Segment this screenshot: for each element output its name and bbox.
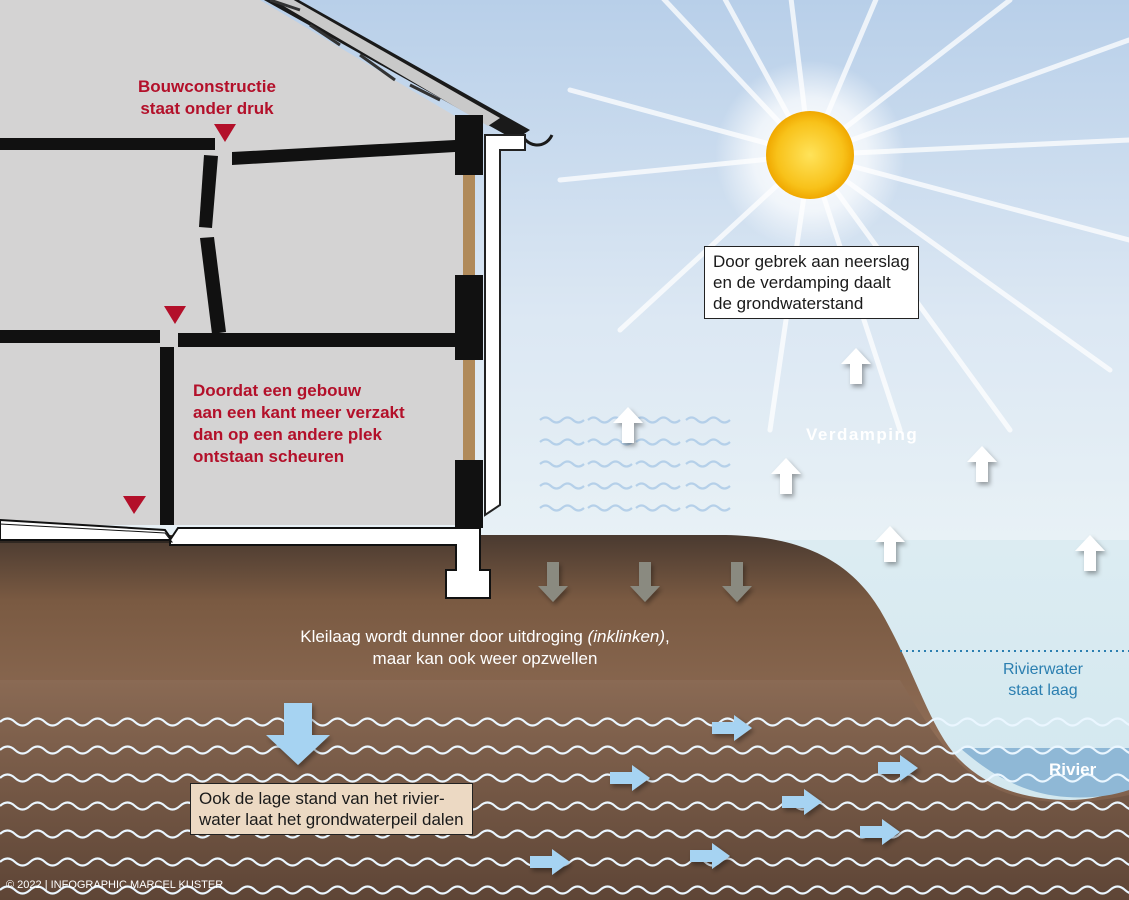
wave-icon (539, 460, 585, 468)
right-arrow-icon (712, 715, 752, 741)
wave-icon (539, 438, 585, 446)
floors (0, 138, 456, 525)
groundwater-info-box: Ook de lage stand van het rivier- water … (190, 783, 473, 835)
wave-icon (685, 482, 731, 490)
wave-icon (587, 460, 633, 468)
construction-label: Bouwconstructie staat onder druk (138, 76, 276, 120)
roof (263, 0, 554, 147)
right-arrow-icon (610, 765, 650, 791)
sun-icon (766, 111, 854, 199)
river-water (960, 748, 1129, 798)
wave-icon (539, 504, 585, 512)
cracks-label-line: aan een kant meer verzakt (193, 403, 405, 422)
up-arrow-icon (967, 446, 997, 482)
flow-arrows (530, 715, 918, 875)
wave-icon (587, 504, 633, 512)
construction-label-line: staat onder druk (140, 99, 274, 118)
wave-icon (539, 482, 585, 490)
evaporation-info-box: Door gebrek aan neerslag en de verdampin… (704, 246, 919, 319)
evaporation-info-line: de grondwaterstand (713, 294, 864, 313)
foundation (0, 518, 491, 599)
clay-label-comma: , (665, 627, 670, 646)
down-arrow-icon (538, 562, 568, 602)
wave-icon (685, 504, 731, 512)
cracks-label-line: Doordat een gebouw (193, 381, 362, 400)
clay-label-text: Kleilaag wordt dunner door uitdroging (300, 627, 588, 646)
house-wall (0, 0, 470, 525)
evaporation-label: Verdamping (806, 425, 919, 444)
up-arrow-icon (771, 458, 801, 494)
wave-icon (539, 416, 585, 424)
wave-icon (685, 416, 731, 424)
wave-icon (0, 717, 1129, 727)
wave-icon (685, 460, 731, 468)
cracks-label-line: ontstaan scheuren (193, 447, 345, 466)
wave-icon (587, 482, 633, 490)
wave-icon (635, 482, 681, 490)
credit: © 2022 | INFOGRAPHIC MARCEL KUSTER (6, 879, 224, 891)
wave-icon (635, 504, 681, 512)
shrink-arrows (538, 562, 752, 602)
river-low-line: staat laag (1008, 682, 1078, 699)
clay-label-line-2: maar kan ook weer opzwellen (372, 649, 598, 668)
down-arrow-icon (266, 703, 330, 765)
evaporation-info-line: en de verdamping daalt (713, 273, 891, 292)
groundwater-info-line: Ook de lage stand van het rivier- (199, 789, 445, 808)
clay-label-italic: (inklinken) (587, 627, 666, 646)
up-arrow-icon (841, 348, 871, 384)
groundwater-info-line: water laat het grondwaterpeil dalen (199, 810, 464, 829)
wave-icon (635, 438, 681, 446)
wave-icon (0, 745, 1129, 755)
cracks-label: Doordat een gebouw aan een kant meer ver… (193, 380, 405, 468)
wave-icon (587, 438, 633, 446)
wave-icon (635, 460, 681, 468)
evaporation-arrows (613, 348, 1105, 571)
evaporation-info-line: Door gebrek aan neerslag (713, 252, 910, 271)
warning-triangle-icon (164, 306, 186, 324)
up-arrow-icon (613, 407, 643, 443)
outer-wall (455, 115, 483, 528)
construction-label-line: Bouwconstructie (138, 77, 276, 96)
warning-triangle-icon (214, 124, 236, 142)
right-arrow-icon (530, 849, 570, 875)
cracks-label-line: dan op een andere plek (193, 425, 382, 444)
down-arrow-icon (722, 562, 752, 602)
right-arrow-icon (878, 755, 918, 781)
clay-label-line-1: Kleilaag wordt dunner door uitdroging (i… (200, 626, 770, 648)
wave-icon (0, 885, 1129, 895)
drainpipe (484, 134, 526, 517)
river-low-line: Rivierwater (1002, 661, 1083, 678)
up-arrow-icon (875, 526, 905, 562)
down-arrow-icon (630, 562, 660, 602)
warning-triangle-icon (123, 496, 146, 514)
wave-icon (635, 416, 681, 424)
right-arrow-icon (690, 843, 730, 869)
clay-label: Kleilaag wordt dunner door uitdroging (i… (200, 626, 770, 670)
wave-icon (0, 773, 1129, 783)
right-arrow-icon (860, 819, 900, 845)
up-arrow-icon (1075, 535, 1105, 571)
right-arrow-icon (782, 789, 822, 815)
river-low-label: Rivierwater staat laag (988, 659, 1098, 701)
river-label: Rivier (1049, 760, 1097, 779)
evaporation-waves (539, 416, 731, 512)
wave-icon (685, 438, 731, 446)
